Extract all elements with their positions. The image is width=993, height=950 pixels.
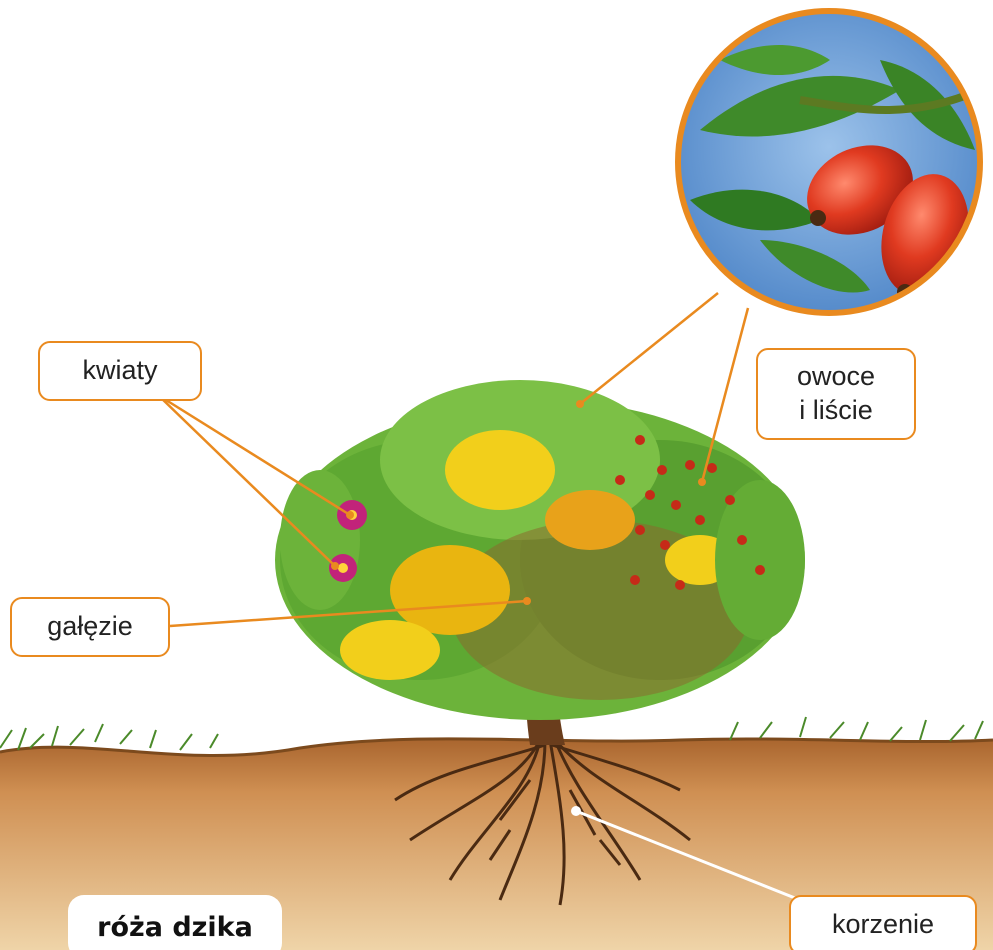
diagram-title: róża dzika: [97, 912, 253, 943]
foliage: [275, 380, 805, 720]
label-branches: gałęzie: [10, 597, 170, 657]
label-fruits-text-2: i liście: [799, 394, 873, 428]
label-roots: korzenie: [789, 895, 977, 950]
diagram-title-box: róża dzika: [68, 895, 282, 950]
label-fruits-leaves: owoce i liście: [756, 348, 916, 440]
label-fruits-text-1: owoce: [797, 360, 875, 394]
label-flowers-text: kwiaty: [82, 354, 157, 388]
label-branches-text: gałęzie: [47, 610, 133, 644]
label-flowers: kwiaty: [38, 341, 202, 401]
fruit-closeup: [678, 11, 982, 313]
label-roots-text: korzenie: [832, 908, 934, 942]
